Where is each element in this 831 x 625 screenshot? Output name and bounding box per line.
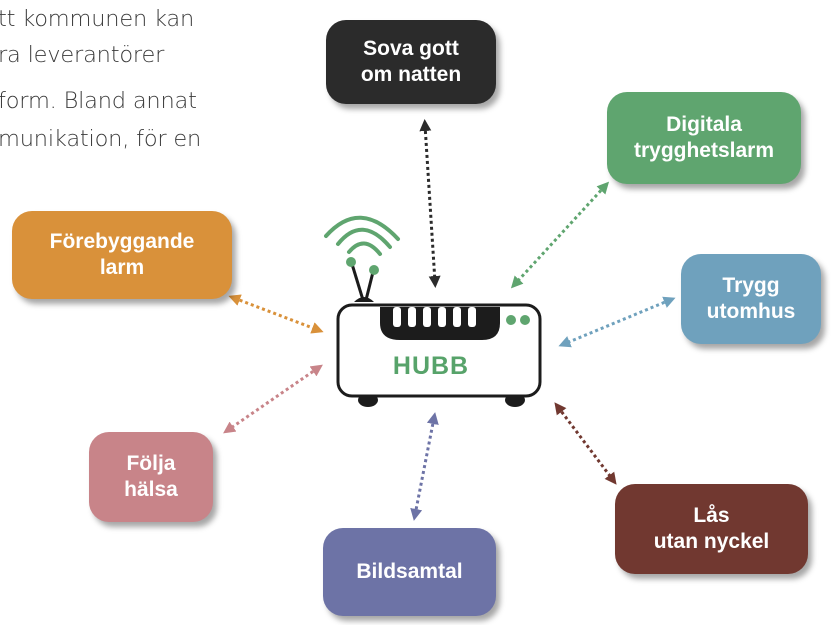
wifi-signal-icon	[324, 215, 400, 256]
service-box-forebyggande: Förebyggande larm	[12, 211, 232, 299]
service-label: utomhus	[706, 300, 796, 323]
service-label: trygghetslarm	[633, 139, 775, 162]
intro-line: tt kommunen kan	[0, 6, 195, 32]
arrow-trygg	[558, 296, 676, 348]
service-box-trygg: Trygg utomhus	[681, 254, 821, 344]
service-label: Bildsamtal	[356, 559, 463, 583]
service-label: larm	[99, 256, 145, 279]
service-label: Sova gott	[363, 36, 459, 60]
arrow-sova	[419, 119, 441, 288]
service-label: om natten	[360, 63, 462, 86]
service-label: Trygg	[722, 273, 780, 297]
service-label: hälsa	[124, 478, 178, 501]
router-icon	[336, 257, 542, 407]
service-box-bildsamtal: Bildsamtal	[323, 528, 496, 616]
arrow-digitala	[510, 181, 610, 289]
arrow-las	[554, 402, 617, 485]
service-box-las: Lås utan nyckel	[615, 484, 808, 574]
arrow-bildsamtal	[410, 412, 439, 521]
arrow-folja	[223, 364, 323, 434]
service-label: Digitala	[666, 112, 742, 136]
service-box-digitala: Digitala trygghetslarm	[607, 92, 801, 184]
intro-line: form. Bland annat	[0, 88, 197, 114]
intro-line: munikation, för en	[0, 126, 202, 152]
service-label: utan nyckel	[653, 530, 770, 553]
service-label: Lås	[693, 503, 730, 527]
arrow-forebyggande	[228, 294, 324, 334]
intro-line: ra leverantörer	[0, 42, 165, 68]
service-box-sova: Sova gott om natten	[326, 20, 496, 104]
service-label: Förebyggande	[49, 229, 195, 253]
service-box-folja: Följa hälsa	[89, 432, 213, 522]
intro-paragraph: tt kommunen kan ra leverantörer form. Bl…	[0, 0, 300, 160]
hub-label: HUBB	[392, 352, 470, 380]
service-label: Följa	[126, 451, 176, 475]
